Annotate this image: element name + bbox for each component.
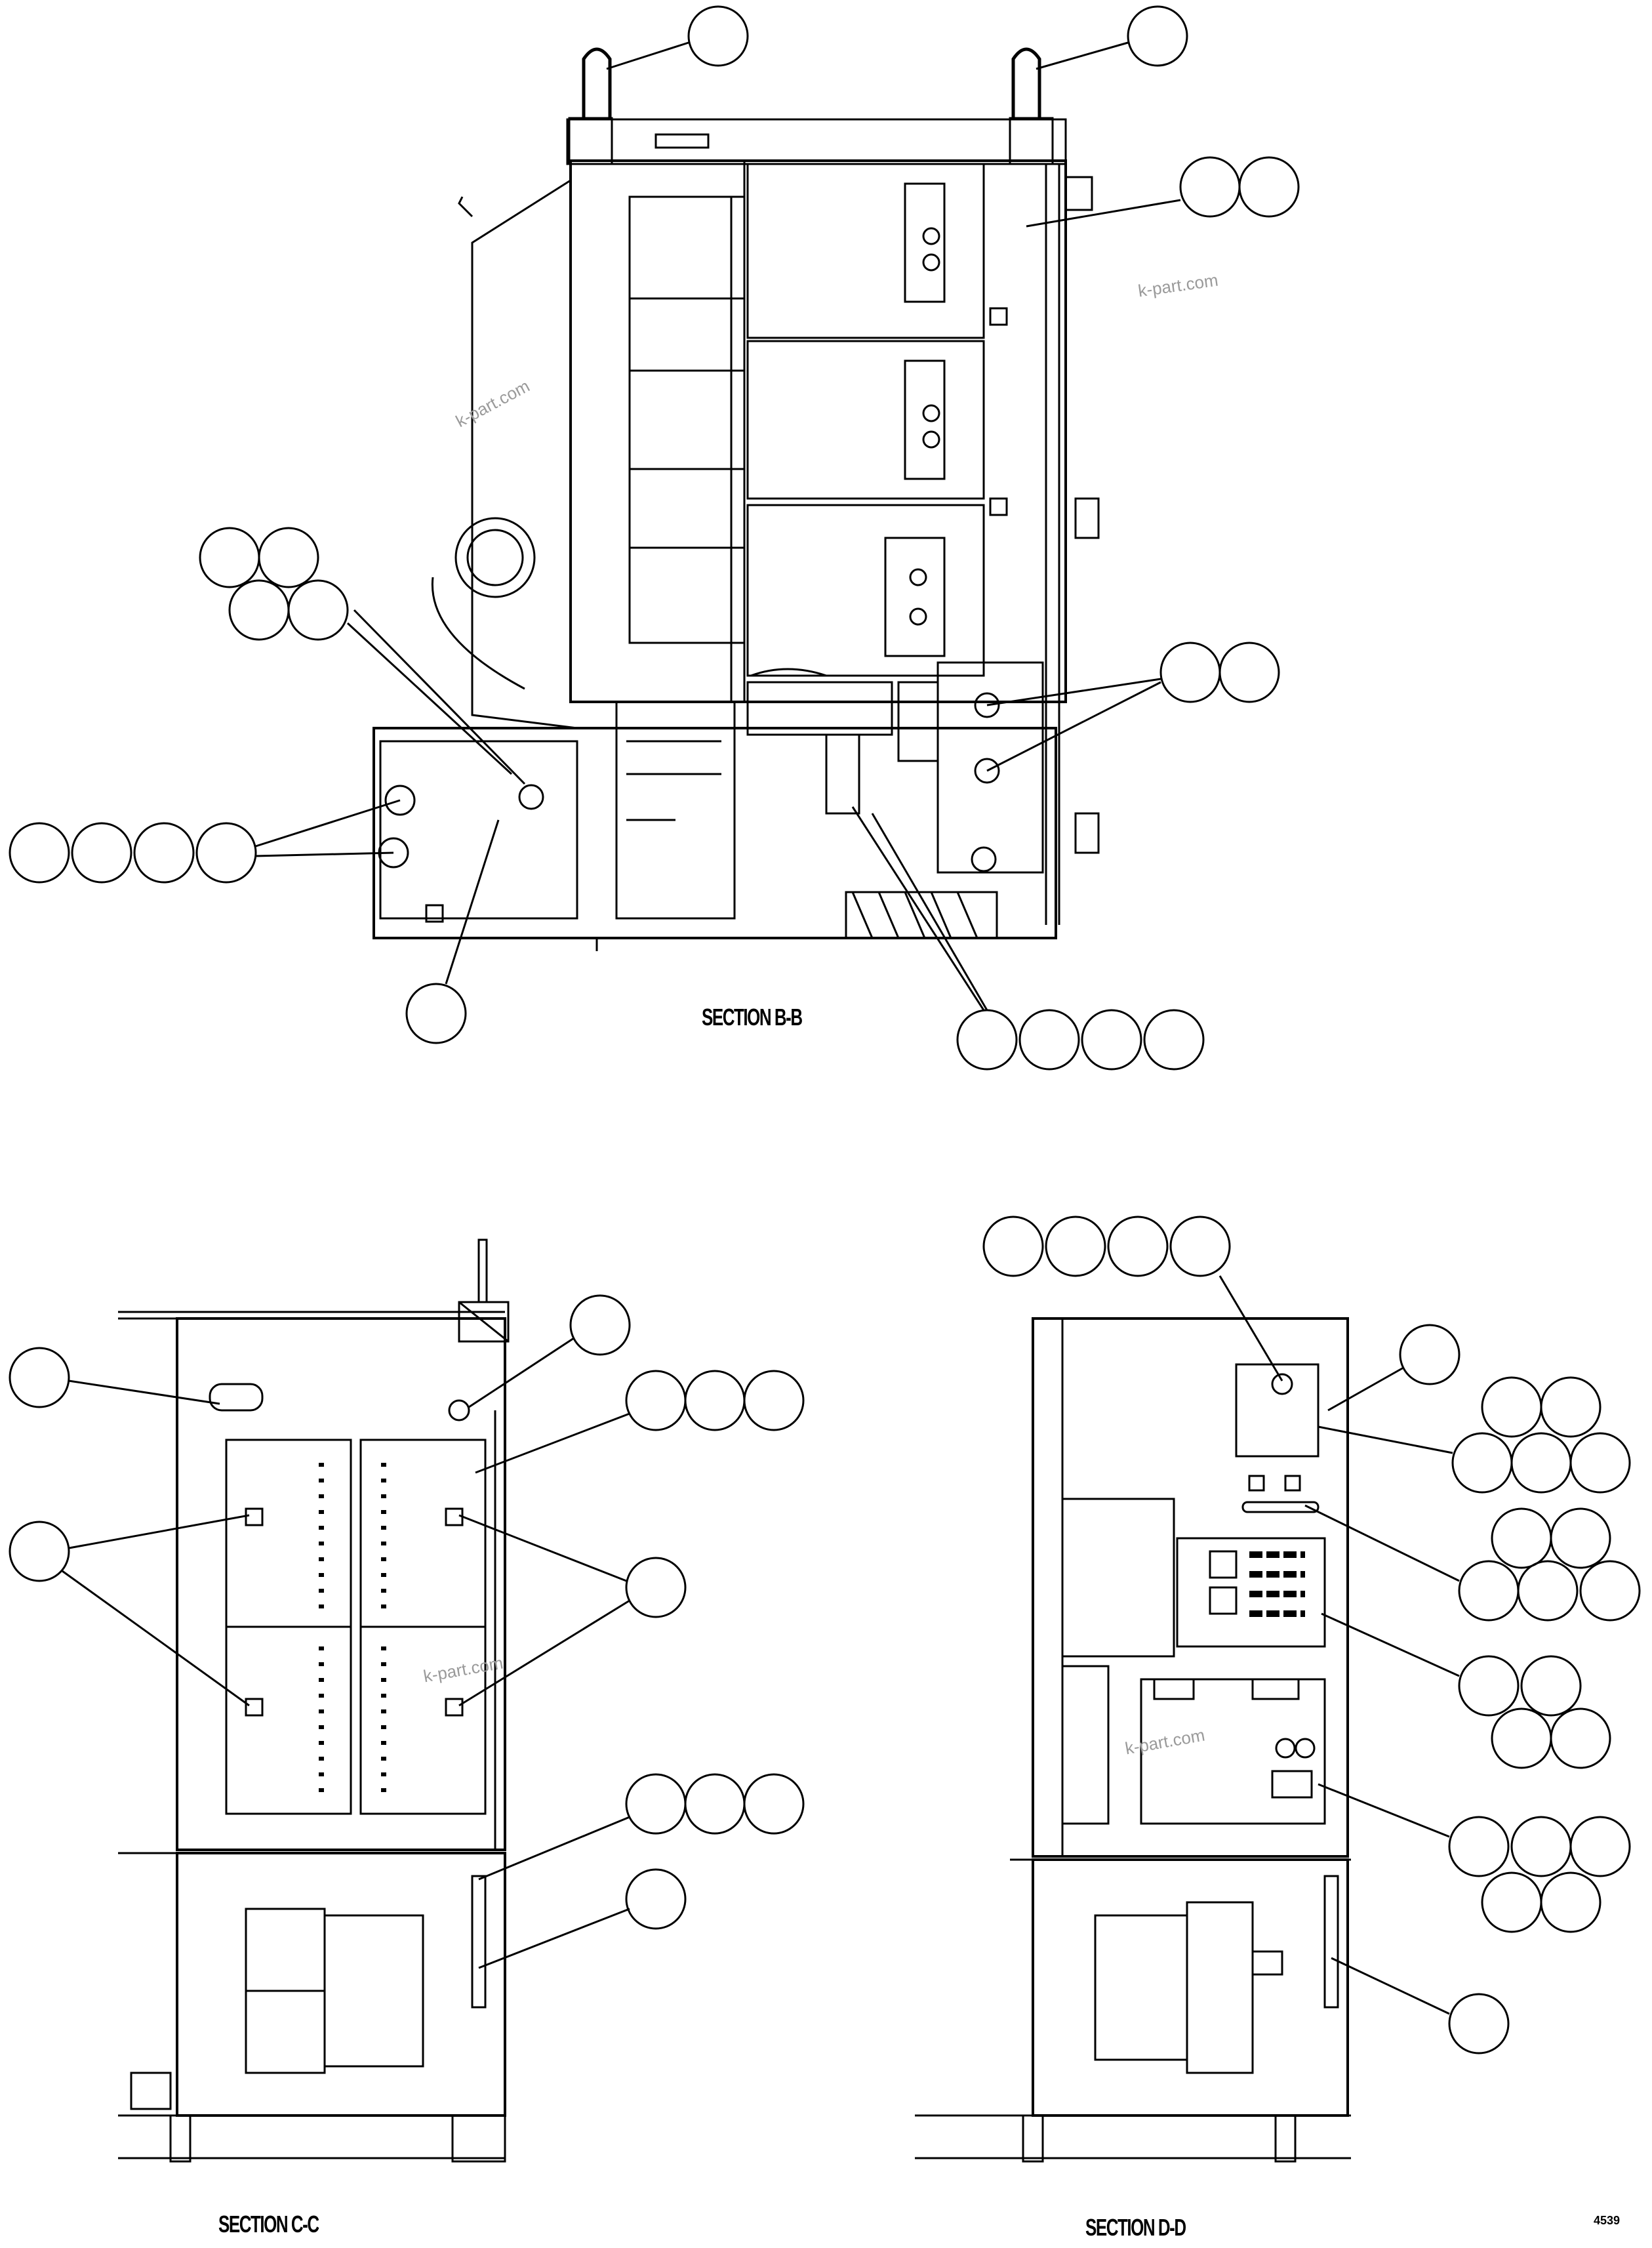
section-b-b-view: [9, 5, 1300, 1071]
section-c-c-view: [9, 1238, 805, 2163]
section-b-b-caption: SECTION B-B: [702, 1004, 803, 1031]
page-code: 4539: [1594, 2214, 1621, 2227]
section-d-d-view: [915, 1216, 1641, 2163]
section-c-c-caption: SECTION C-C: [218, 2211, 319, 2238]
section-d-d-caption: SECTION D-D: [1085, 2214, 1186, 2241]
